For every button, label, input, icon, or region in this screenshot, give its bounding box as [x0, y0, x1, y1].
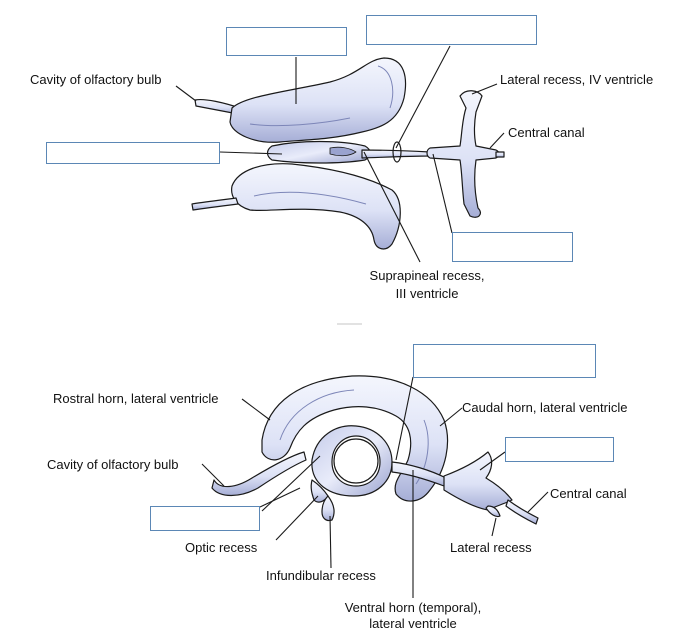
label-caudal-horn: Caudal horn, lateral ventricle: [462, 400, 628, 415]
label-cavity-olfactory-bulb-side: Cavity of olfactory bulb: [47, 457, 179, 472]
answer-box-2[interactable]: [366, 15, 537, 45]
cerebral-aqueduct: [361, 149, 431, 159]
central-canal: [495, 151, 505, 158]
answer-box-6[interactable]: [505, 437, 614, 462]
lateral-view: [211, 375, 539, 525]
lateral-ventricle: [261, 375, 449, 502]
answer-box-4[interactable]: [452, 232, 573, 262]
label-lateral-recess-side: Lateral recess: [450, 540, 532, 555]
lower-lateral-ventricle: [231, 163, 401, 250]
label-suprapineal-recess-line1: Suprapineal recess,: [369, 268, 485, 283]
aqueduct-marker: [392, 141, 402, 163]
fourth-ventricle: [443, 451, 513, 511]
label-optic-recess: Optic recess: [185, 540, 258, 555]
label-rostral-horn: Rostral horn, lateral ventricle: [53, 391, 219, 406]
label-infundibular-recess: Infundibular recess: [266, 568, 376, 583]
fourth-ventricle: [426, 90, 500, 218]
lower-olfactory-bulb-cavity: [191, 197, 239, 211]
label-ventral-horn-line1: Ventral horn (temporal),: [344, 600, 482, 615]
olfactory-bulb-cavity: [211, 451, 307, 497]
label-lateral-recess-iv-ventricle: Lateral recess, IV ventricle: [500, 72, 654, 87]
interthalamic-adhesion: [333, 438, 379, 484]
lateral-leader-lines: [201, 376, 549, 598]
third-ventricle: [266, 140, 371, 164]
answer-box-1[interactable]: [226, 27, 347, 56]
answer-box-3[interactable]: [46, 142, 220, 164]
label-cavity-olfactory-bulb-top: Cavity of olfactory bulb: [30, 72, 162, 87]
dorsal-leader-lines: [175, 45, 505, 263]
optic-recess: [310, 479, 329, 503]
upper-lateral-ventricle: [229, 57, 407, 143]
central-canal: [505, 499, 539, 525]
label-ventral-horn-line2: lateral ventricle: [369, 616, 457, 631]
answer-box-7[interactable]: [150, 506, 260, 531]
dorsal-view: [191, 57, 505, 250]
label-suprapineal-recess-line2: III ventricle: [395, 286, 459, 301]
infundibular-recess: [321, 495, 335, 522]
label-central-canal-side: Central canal: [550, 486, 627, 501]
lateral-recess: [485, 505, 501, 518]
answer-box-5[interactable]: [413, 344, 596, 378]
label-central-canal-top: Central canal: [508, 125, 585, 140]
